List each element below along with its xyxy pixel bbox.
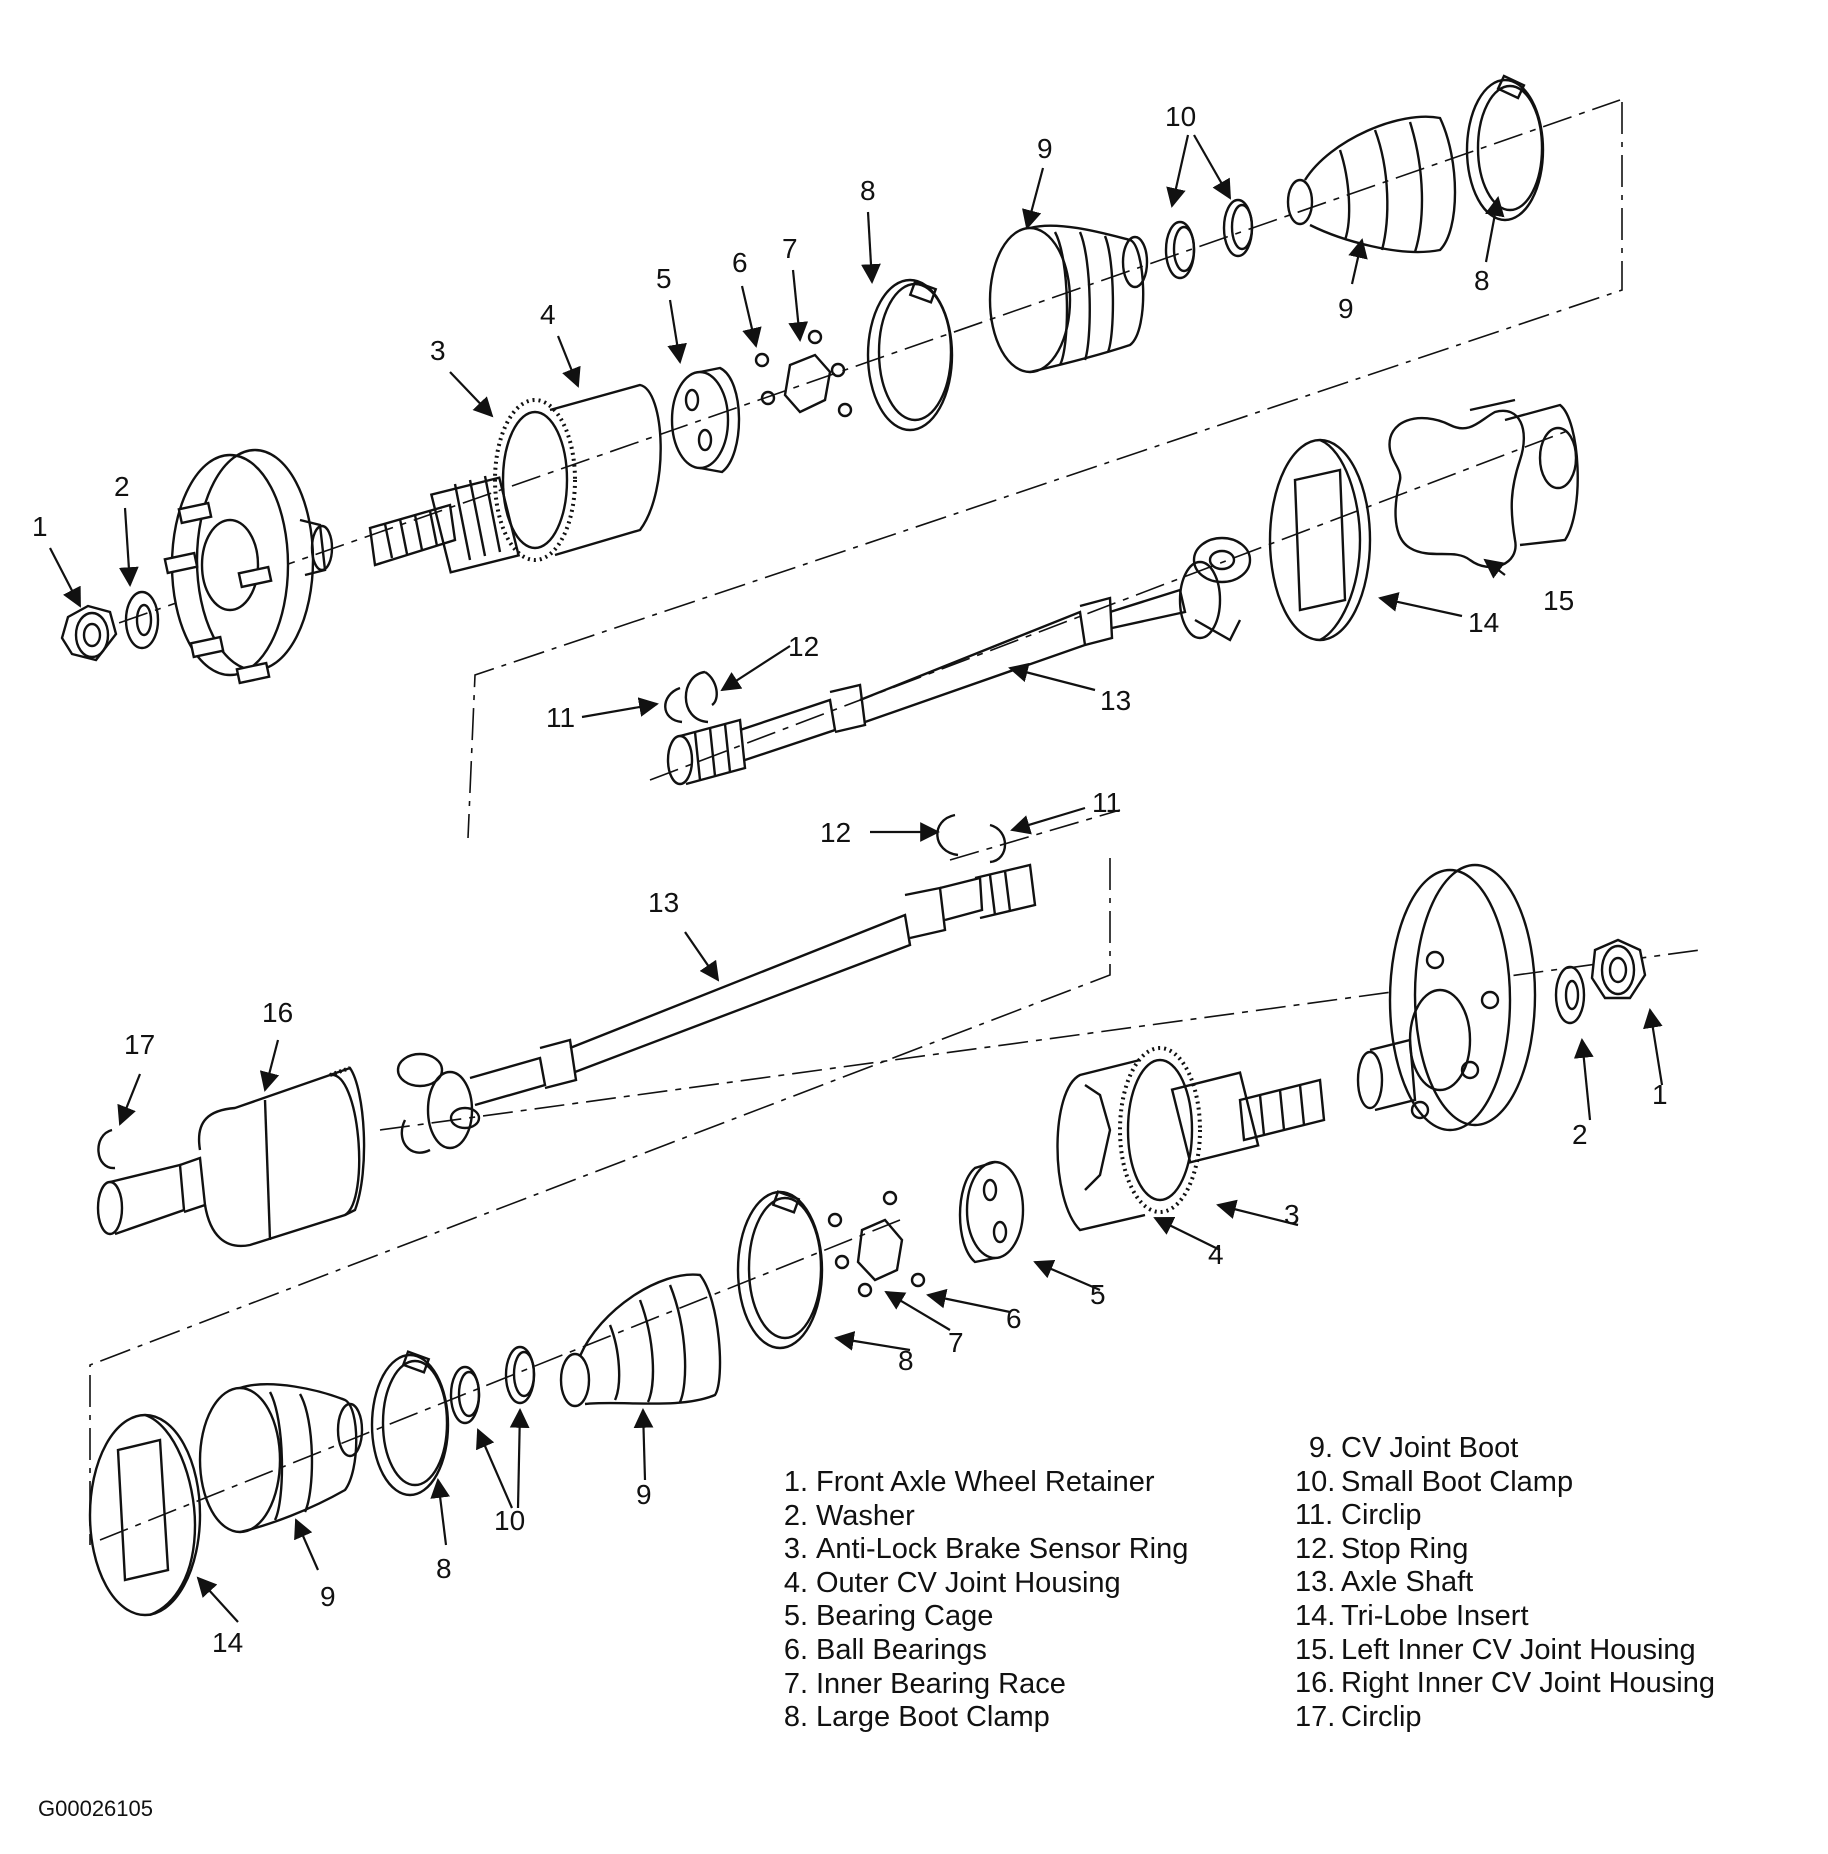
callout-9d: 9 [320,1581,336,1612]
callout-10b: 10 [494,1505,525,1536]
callout-5: 5 [656,263,672,294]
legend-item: 7.Inner Bearing Race [783,1667,1066,1700]
bearing-cage-lower [958,1160,1025,1264]
legend-left: 1.Front Axle Wheel Retainer 2.Washer 3.A… [770,1466,1189,1735]
ball-bearings-lower [827,1190,926,1298]
legend-item: 6.Ball Bearings [783,1633,987,1666]
legend-item: 9.CV Joint Boot [1308,1432,1519,1464]
stop-ring-lower [936,813,959,857]
tri-lobe-insert-lower [88,1413,202,1617]
callout-11: 11 [546,702,575,733]
tripod-spider-upper [1178,536,1252,642]
callout-12b: 12 [820,817,851,848]
callout-7b: 7 [948,1327,964,1358]
circlip-right [97,1128,116,1170]
tripod-spider-lower [396,1052,481,1154]
figure-id: G00026105 [38,1796,153,1821]
small-boot-clamps-lower [449,1345,536,1425]
right-axle-boundary [89,858,1111,1545]
washer-lower [1554,965,1586,1025]
ball-bearings-upper [754,329,853,418]
callout-7: 7 [782,233,798,264]
cv-joint-boot-lower [559,1273,722,1408]
callout-numbers: 1 2 3 4 5 6 7 8 9 10 9 8 15 14 13 12 11 … [32,101,1668,1658]
washer-upper [124,590,160,650]
callout-6b: 6 [1006,1303,1022,1334]
legend-item: 10.Small Boot Clamp [1295,1465,1574,1498]
legend-item: 14.Tri-Lobe Insert [1295,1599,1529,1632]
legend-item: 5.Bearing Cage [783,1600,994,1633]
callout-1b: 1 [1652,1079,1668,1110]
legend-item: 3.Anti-Lock Brake Sensor Ring [783,1533,1189,1566]
cv-joint-boot-lower-left [198,1383,364,1534]
outer-cv-joint-housing-upper [368,383,662,574]
callout-8c: 8 [898,1345,914,1376]
wheel-hub-lower [1356,863,1537,1132]
callout-13: 13 [1100,685,1131,716]
legend-item: 13.Axle Shaft [1295,1566,1474,1599]
legend-item: 11.Circlip [1295,1499,1422,1532]
right-inner-cv-joint-housing [96,1066,366,1248]
circlip-lower [989,823,1007,864]
callout-9b: 9 [1338,293,1354,324]
callout-15: 15 [1543,585,1574,616]
stop-ring-upper [684,670,718,724]
cv-joint-boot-upper [988,224,1149,374]
left-axle-boundary [467,102,1623,839]
callout-11b: 11 [1092,787,1121,818]
callout-2b: 2 [1572,1119,1588,1150]
tri-lobe-insert-upper [1268,438,1372,642]
legend-item: 4.Outer CV Joint Housing [783,1566,1121,1599]
legend-item: 15.Left Inner CV Joint Housing [1295,1633,1696,1666]
callout-6: 6 [732,247,748,278]
legend-item: 2.Washer [783,1499,915,1532]
callout-13b: 13 [648,887,679,918]
inner-bearing-race-upper [783,353,832,414]
callout-10: 10 [1165,101,1196,132]
callout-8d: 8 [436,1553,452,1584]
callout-16: 16 [262,997,293,1028]
leader-lines [49,134,1664,1623]
callout-8: 8 [860,175,876,206]
legend-item: 8.Large Boot Clamp [783,1701,1050,1734]
callout-5b: 5 [1090,1279,1106,1310]
left-inner-cv-joint-housing [1388,398,1579,569]
circlip-upper [664,686,683,724]
callout-9c: 9 [636,1479,652,1510]
wheel-retainer-nut-lower [1590,938,1647,1000]
legend-item: 17.Circlip [1295,1700,1422,1733]
axle-shaft-upper [666,588,1187,786]
outer-cv-joint-housing-lower [1056,1046,1326,1232]
callout-2: 2 [114,471,130,502]
legend-right: 9.CV Joint Boot 10.Small Boot Clamp 11.C… [1295,1432,1715,1734]
wheel-hub-upper [163,448,334,685]
large-boot-clamp-lower [736,1190,824,1350]
legend-item: 16.Right Inner CV Joint Housing [1295,1667,1715,1700]
callout-9: 9 [1037,133,1053,164]
small-boot-clamps-upper [1164,198,1254,280]
axle-shaft-lower [469,863,1037,1107]
legend-item: 12.Stop Ring [1295,1532,1469,1565]
callout-12: 12 [788,631,819,662]
callout-14b: 14 [212,1627,243,1658]
callout-17: 17 [124,1029,155,1060]
inner-bearing-race-lower [856,1218,904,1282]
callout-3: 3 [430,335,446,366]
callout-4: 4 [540,299,556,330]
callout-14: 14 [1468,607,1499,638]
callout-3b: 3 [1284,1199,1300,1230]
large-boot-clamp-upper [866,278,954,432]
bearing-cage-upper [670,366,741,474]
large-boot-clamp-upper-right [1465,74,1545,222]
legend-item: 1.Front Axle Wheel Retainer [783,1466,1155,1498]
cv-joint-boot-upper-right [1286,115,1457,254]
wheel-retainer-nut-upper [60,604,118,662]
callout-8b: 8 [1474,265,1490,296]
callout-4b: 4 [1208,1239,1224,1270]
large-boot-clamp-lower-left [370,1350,450,1497]
callout-1: 1 [32,511,48,542]
